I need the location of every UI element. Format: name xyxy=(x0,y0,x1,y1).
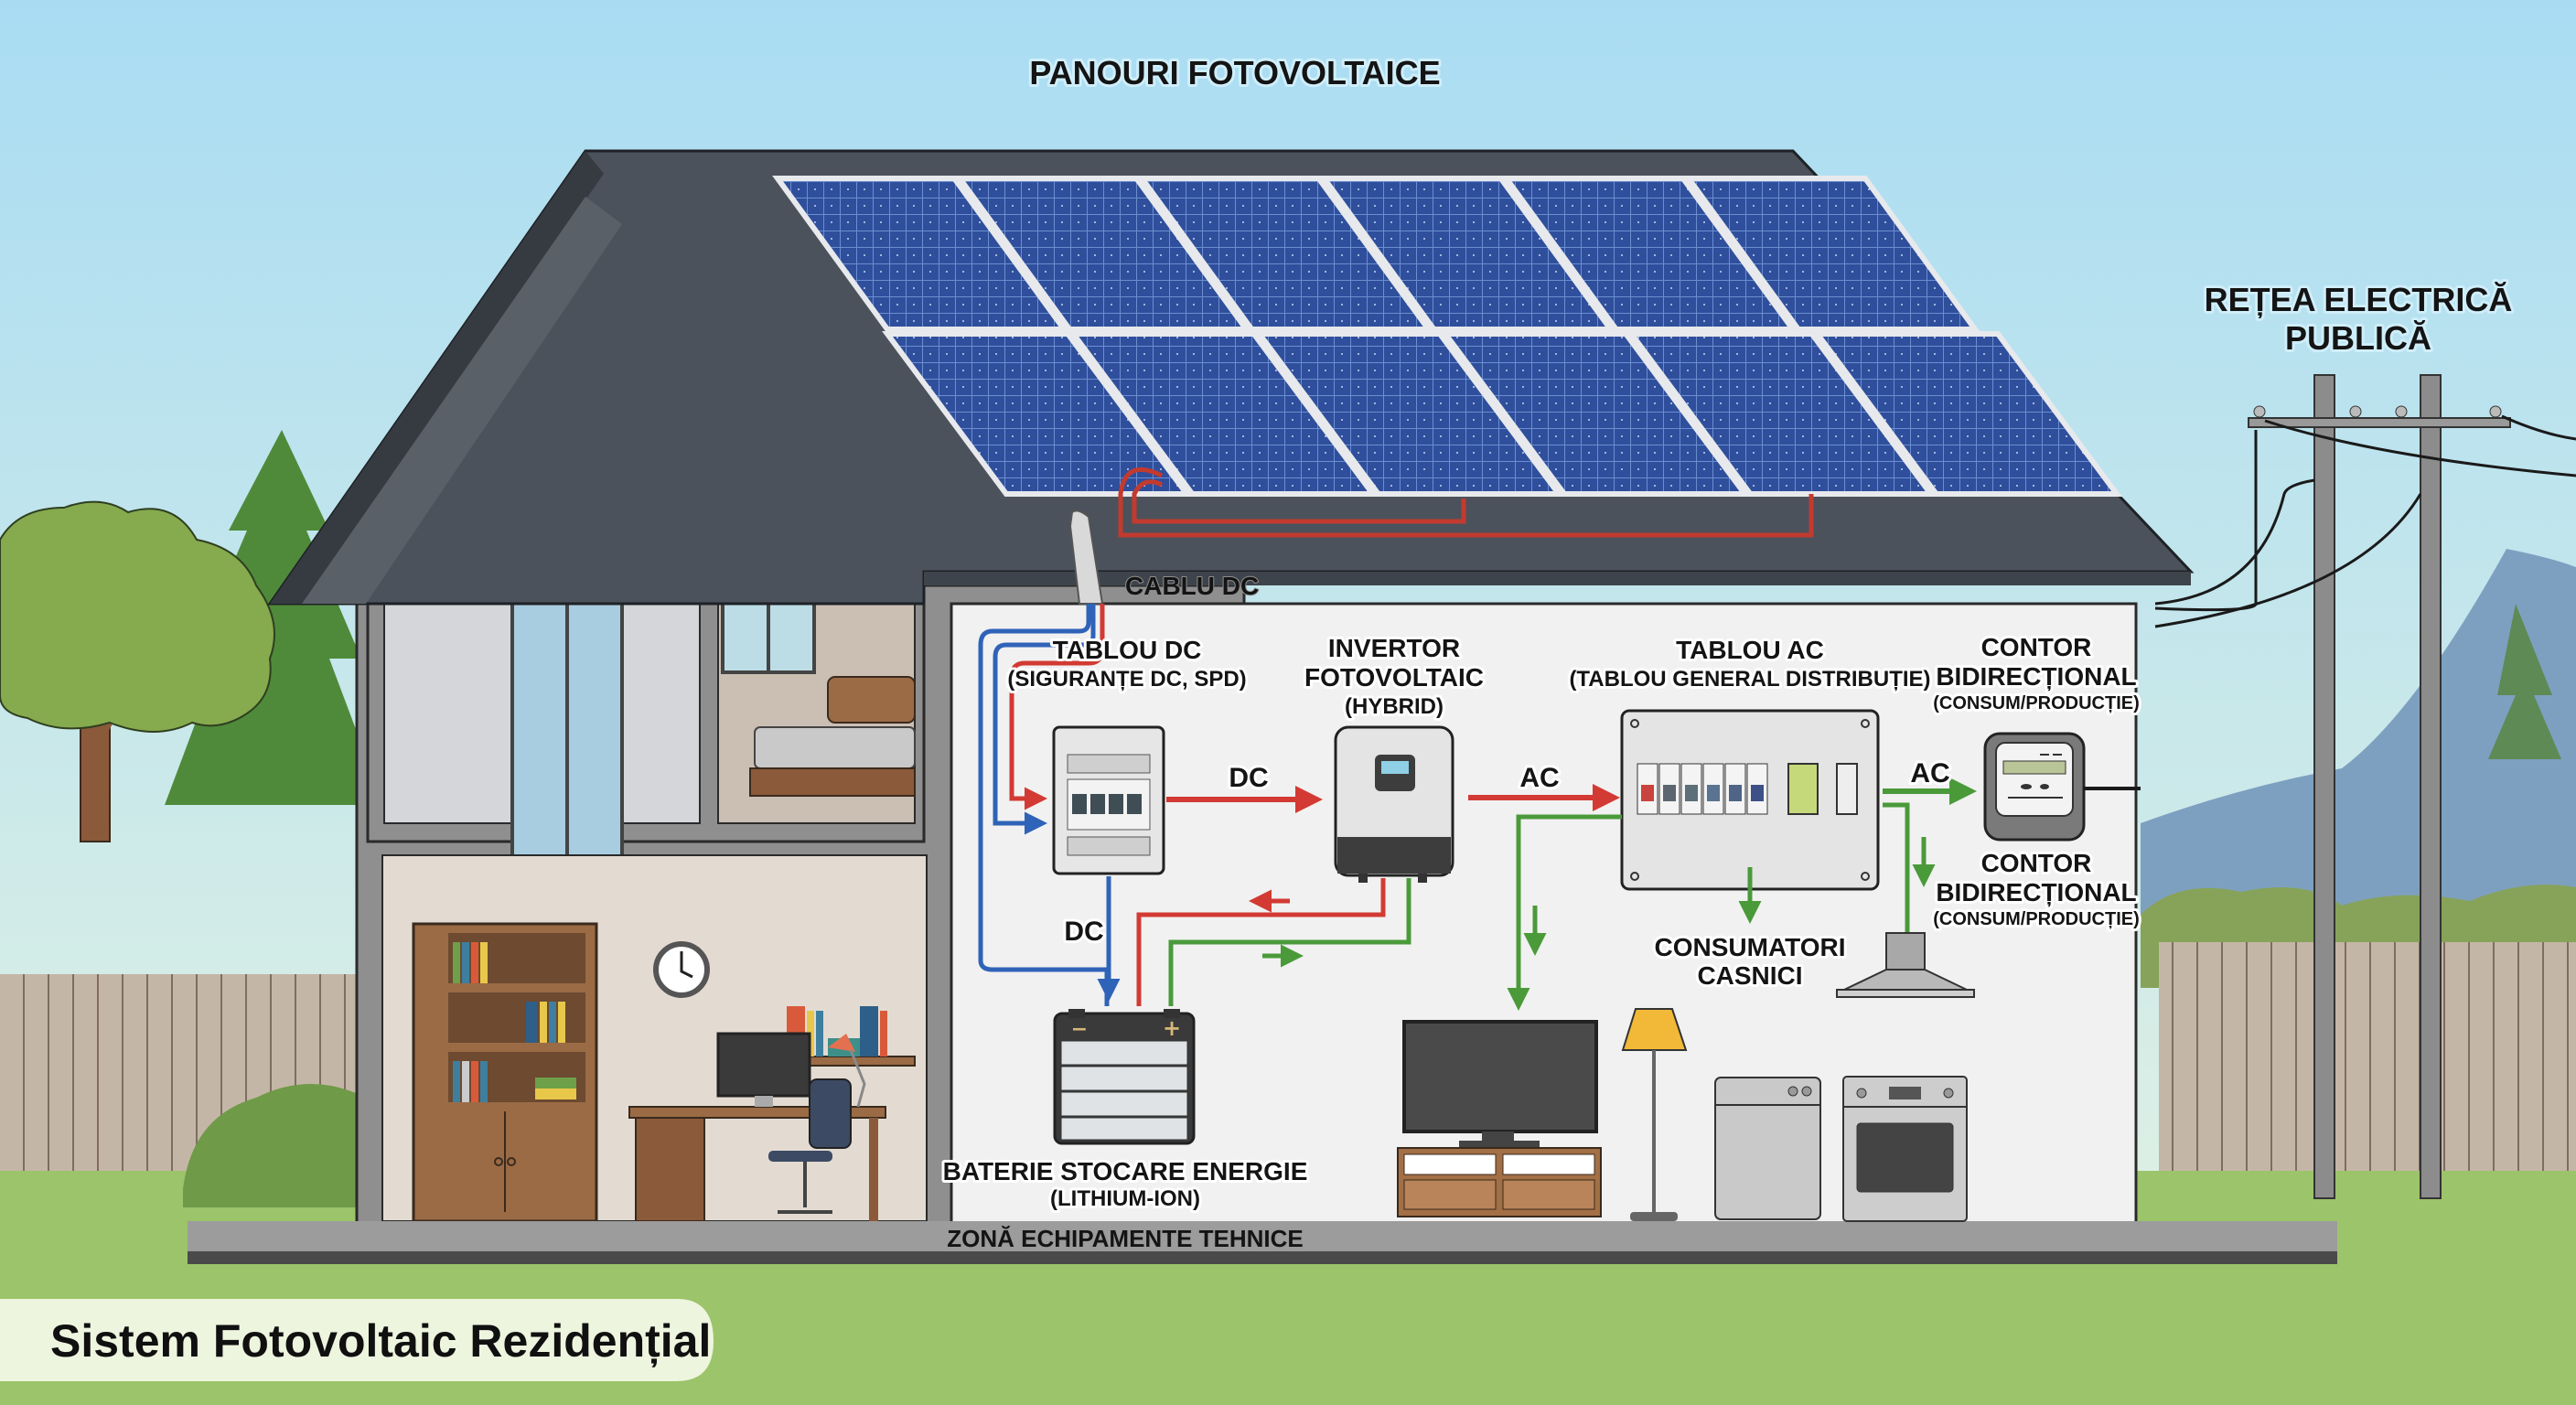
meter-top-subtitle: (CONSUM/PRODUCȚIE) xyxy=(1933,693,2140,713)
dc-board-subtitle: (SIGURANȚE DC, SPD) xyxy=(1007,667,1246,692)
breaker-handle xyxy=(1729,785,1742,801)
roof-dc-cable xyxy=(1118,467,1814,538)
flow-label-battery-dc: DC xyxy=(1064,917,1103,947)
breaker-handle xyxy=(1751,785,1764,801)
wall-clock-icon xyxy=(653,941,710,998)
flow-label-dc: DC xyxy=(1229,763,1268,793)
meter-top-line1: CONTOR xyxy=(1981,633,2092,661)
pine-tree-right xyxy=(2488,604,2561,759)
television-icon xyxy=(1402,1020,1598,1148)
mountain xyxy=(2141,549,2576,915)
dishwasher-icon xyxy=(1714,1077,1821,1220)
desk-lamp-icon xyxy=(828,1034,866,1108)
inverter-title-line2: FOTOVOLTAIC xyxy=(1304,663,1484,692)
bidirectional-meter[interactable] xyxy=(1983,732,2086,842)
ac-board-title: TABLOU AC xyxy=(1676,636,1824,664)
consumers-label-line2: CASNICI xyxy=(1697,961,1802,990)
ac-to-tv-line xyxy=(1507,814,1622,1011)
desk xyxy=(628,1106,886,1222)
diagram-title: Sistem Fotovoltaic Rezidențial xyxy=(50,1315,711,1367)
ac-to-hood-line xyxy=(1883,802,1910,933)
meter-bottom-line2: BIDIRECȚIONAL xyxy=(1936,878,2136,906)
zone-label: ZONĂ ECHIPAMENTE TEHNICE xyxy=(947,1225,1304,1252)
breaker-handle xyxy=(1641,785,1654,801)
solar-panel xyxy=(1253,331,1564,497)
stove-oven-icon xyxy=(1842,1076,1968,1222)
dc-cable-label: CABLU DC xyxy=(1125,572,1259,600)
inverter-battery-green xyxy=(1168,878,1411,1006)
dc-board-title: TABLOU DC xyxy=(1053,636,1202,664)
inverter-subtitle: (HYBRID) xyxy=(1345,694,1444,719)
tv-stand xyxy=(1397,1147,1602,1217)
meter-bottom-subtitle: (CONSUM/PRODUCȚIE) xyxy=(1933,909,2140,929)
solar-array xyxy=(772,176,2122,497)
meter-bottom-line1: CONTOR xyxy=(1981,849,2092,877)
battery-positive-terminal: + xyxy=(1163,1015,1181,1041)
solar-panel xyxy=(1136,176,1434,332)
ac-board-subtitle: (TABLOU GENERAL DISTRIBUȚIE) xyxy=(1569,667,1930,692)
solar-panel xyxy=(1500,176,1798,332)
bookshelf xyxy=(412,922,598,1223)
foundation xyxy=(188,1251,2337,1264)
solar-panel xyxy=(772,176,1070,332)
bush-left xyxy=(183,1084,384,1207)
title-banner xyxy=(0,1299,714,1381)
solar-panel xyxy=(1318,176,1616,332)
breaker-handle xyxy=(1663,785,1676,801)
office-chair-icon xyxy=(768,1078,852,1214)
utility-poles xyxy=(2154,374,2576,1199)
inverter-title-line1: INVERTOR xyxy=(1328,634,1460,662)
flow-label-ac: AC xyxy=(1519,763,1559,793)
solar-panel xyxy=(1440,331,1751,497)
inverter-battery-red xyxy=(1136,878,1386,1006)
solar-panel xyxy=(1811,331,2122,497)
range-hood-icon xyxy=(1836,932,1975,998)
solar-panel xyxy=(1682,176,1980,332)
bed-frame xyxy=(749,767,916,797)
panels-label: PANOURI FOTOVOLTAICE xyxy=(1029,54,1440,91)
ac-board[interactable] xyxy=(1620,709,1880,891)
dc-board[interactable] xyxy=(1052,725,1165,875)
breaker-handle xyxy=(1707,785,1720,801)
solar-panel xyxy=(1626,331,1937,497)
solar-panel xyxy=(954,176,1252,332)
meter-top-line2: BIDIRECȚIONAL xyxy=(1936,662,2136,691)
battery-subtitle: (LITHIUM-ION) xyxy=(1050,1186,1200,1211)
flow-label-ac-meter: AC xyxy=(1910,758,1949,788)
tree-canopy xyxy=(0,500,275,733)
consumers-label-line1: CONSUMATORI xyxy=(1655,933,1846,961)
battery-title: BATERIE STOCARE ENERGIE xyxy=(943,1157,1308,1185)
bed-headboard xyxy=(827,676,916,724)
computer-monitor-icon xyxy=(716,1032,811,1107)
solar-panel xyxy=(882,331,1193,497)
battery[interactable]: − + xyxy=(1053,1009,1196,1145)
grid-label-line1: REȚEA ELECTRICĂ xyxy=(2205,281,2513,318)
bed-mattress xyxy=(754,726,916,769)
grid-label-line2: PUBLICĂ xyxy=(2285,319,2431,357)
solar-panel xyxy=(1068,331,1379,497)
floor-lamp-icon xyxy=(1621,1008,1688,1221)
breaker-handle xyxy=(1685,785,1698,801)
hybrid-inverter[interactable] xyxy=(1334,725,1454,883)
fence-right xyxy=(2159,942,2576,1189)
dc-wiring xyxy=(978,604,1110,1006)
battery-negative-terminal: − xyxy=(1071,1018,1088,1041)
